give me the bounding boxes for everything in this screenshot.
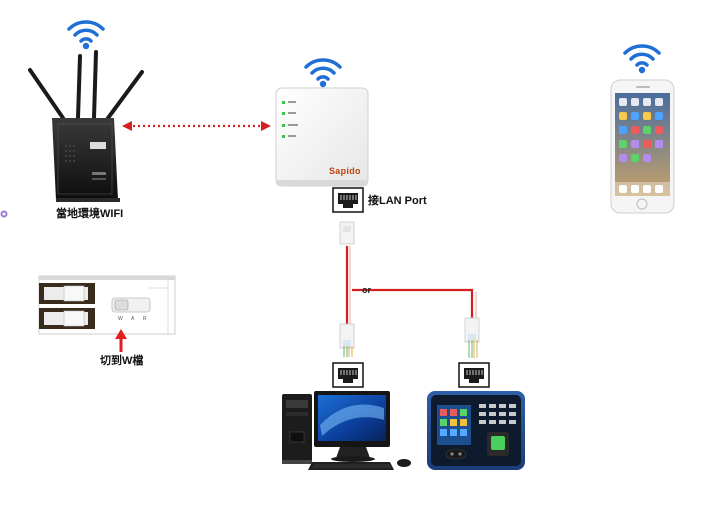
wifi-icon-phone [623,44,661,74]
desktop-computer [282,391,411,470]
wifi-icon-access-point [304,58,342,88]
wireless-link [122,121,271,131]
switch-mode-label: 切到W檔 [100,355,144,367]
router-label: 當地環境WIFI [56,208,124,220]
smartphone [610,79,675,214]
lan-port-label: 接LAN Port [368,195,427,207]
access-point-device [275,87,369,187]
access-point-brand: Sapido [329,166,361,176]
corner-mark-icon [0,210,8,218]
lan-port-computer [332,362,364,388]
wifi-icon-router [67,20,105,50]
switch-pointer-arrow [115,329,127,352]
or-label: or [362,285,371,295]
mode-switch-closeup [38,275,176,335]
lan-port-terminal [458,362,490,388]
lan-port-access-point [332,187,364,213]
switch-mark-a: A [131,316,135,322]
wifi-router [28,50,144,202]
switch-mark-w: W [118,316,123,322]
switch-mark-r: R [143,316,147,322]
attendance-terminal [427,391,525,470]
ethernet-cables [339,221,480,358]
